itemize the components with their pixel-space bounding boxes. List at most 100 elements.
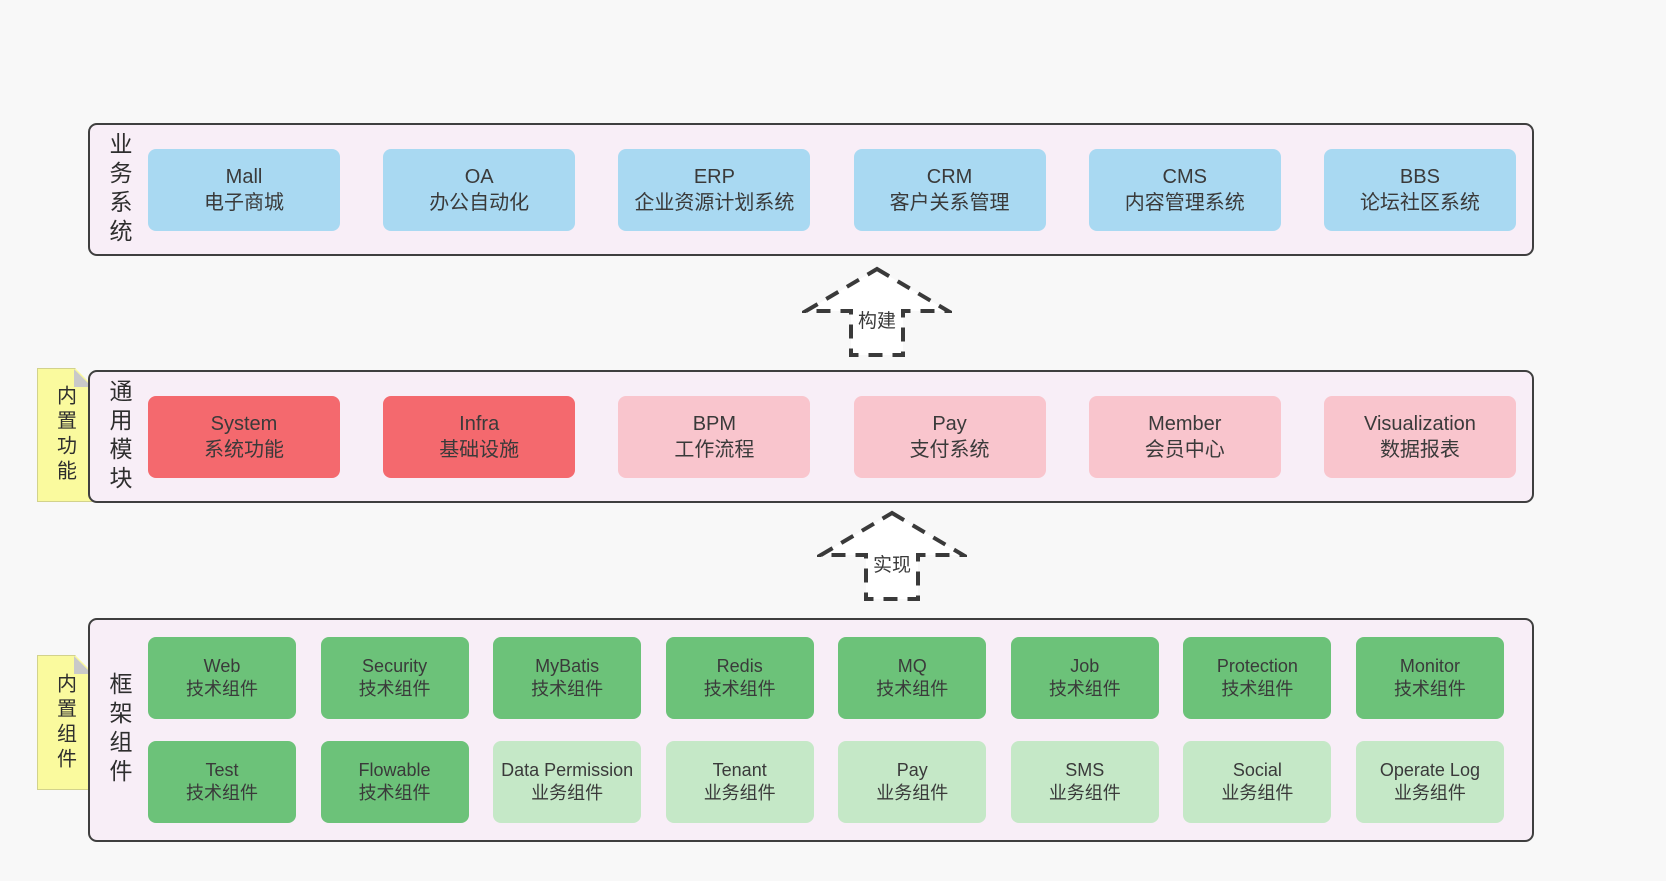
box-subtitle: 技术组件 bbox=[531, 679, 604, 699]
component-box-pay: Pay 业务组件 bbox=[838, 741, 987, 823]
box-title: Redis bbox=[716, 656, 763, 676]
box-title: CRM bbox=[926, 165, 973, 188]
box-subtitle: 技术组件 bbox=[186, 783, 258, 803]
layer-label-common-modules: 通用模块 bbox=[106, 378, 132, 495]
box-subtitle: 技术组件 bbox=[186, 679, 258, 699]
box-subtitle: 基础设施 bbox=[439, 438, 520, 461]
component-box-bpm: BPM 工作流程 bbox=[618, 395, 811, 478]
box-title: SMS bbox=[1065, 760, 1105, 780]
box-title: MyBatis bbox=[535, 656, 600, 676]
box-subtitle: 技术组件 bbox=[1048, 679, 1121, 699]
box-subtitle: 技术组件 bbox=[1221, 679, 1294, 699]
component-box-bbs: BBS 论坛社区系统 bbox=[1323, 148, 1516, 231]
box-title: Data Permission bbox=[501, 760, 634, 780]
box-subtitle: 会员中心 bbox=[1144, 438, 1225, 461]
component-box-pay: Pay 支付系统 bbox=[853, 395, 1046, 478]
component-box-system: System 系统功能 bbox=[148, 395, 340, 478]
box-title: Web bbox=[203, 656, 241, 676]
box-subtitle: 技术组件 bbox=[358, 679, 431, 699]
box-title: BPM bbox=[692, 412, 737, 435]
box-title: Test bbox=[205, 760, 239, 780]
box-subtitle: 电子商城 bbox=[204, 191, 284, 214]
box-title: Visualization bbox=[1363, 412, 1476, 435]
component-box-social: Social 业务组件 bbox=[1183, 741, 1332, 823]
component-box-job: Job 技术组件 bbox=[1010, 637, 1159, 719]
component-box-protection: Protection 技术组件 bbox=[1183, 637, 1332, 719]
arrow-implement-label: 实现 bbox=[869, 550, 915, 577]
sticky-note-label: 内置功能 bbox=[53, 385, 76, 485]
component-box-security: Security 技术组件 bbox=[320, 637, 469, 719]
box-subtitle: 内容管理系统 bbox=[1124, 191, 1245, 214]
box-subtitle: 业务组件 bbox=[1048, 783, 1121, 803]
component-box-operate-log: Operate Log 业务组件 bbox=[1355, 741, 1504, 823]
box-subtitle: 业务组件 bbox=[531, 783, 604, 803]
box-title: Operate Log bbox=[1379, 760, 1480, 780]
arrow-implement-up: 实现 bbox=[817, 510, 967, 602]
arrow-build-up: 构建 bbox=[802, 266, 952, 358]
box-title: Pay bbox=[896, 760, 928, 780]
box-subtitle: 业务组件 bbox=[703, 783, 776, 803]
box-subtitle: 业务组件 bbox=[1221, 783, 1294, 803]
box-subtitle: 办公自动化 bbox=[429, 191, 530, 214]
box-subtitle: 业务组件 bbox=[1393, 783, 1466, 803]
component-box-erp: ERP 企业资源计划系统 bbox=[618, 148, 811, 231]
component-box-sms: SMS 业务组件 bbox=[1010, 741, 1159, 823]
component-box-cms: CMS 内容管理系统 bbox=[1088, 148, 1281, 231]
component-box-mybatis: MyBatis 技术组件 bbox=[493, 637, 642, 719]
component-box-visualization: Visualization 数据报表 bbox=[1323, 395, 1516, 478]
layer-label-framework-components: 框架组件 bbox=[106, 672, 132, 788]
component-box-mq: MQ 技术组件 bbox=[838, 637, 987, 719]
arrow-build-label: 构建 bbox=[854, 306, 900, 333]
component-box-web: Web 技术组件 bbox=[148, 637, 296, 719]
box-title: ERP bbox=[693, 165, 735, 188]
box-title: Protection bbox=[1216, 656, 1298, 676]
box-title: Flowable bbox=[358, 760, 431, 780]
box-title: System bbox=[210, 412, 278, 435]
sticky-note-builtin-components: 内置组件 bbox=[37, 655, 93, 790]
component-box-tenant: Tenant 业务组件 bbox=[665, 741, 814, 823]
layer-label-business-systems: 业务系统 bbox=[106, 131, 132, 248]
sticky-note-label: 内置组件 bbox=[53, 672, 76, 773]
component-box-crm: CRM 客户关系管理 bbox=[853, 148, 1046, 231]
component-box-redis: Redis 技术组件 bbox=[665, 637, 814, 719]
box-subtitle: 工作流程 bbox=[674, 438, 755, 461]
box-subtitle: 数据报表 bbox=[1379, 438, 1460, 461]
component-box-data-permission: Data Permission 业务组件 bbox=[493, 741, 642, 823]
component-box-infra: Infra 基础设施 bbox=[383, 395, 576, 478]
box-title: BBS bbox=[1399, 165, 1440, 188]
box-title: Social bbox=[1232, 760, 1282, 780]
box-title: Job bbox=[1070, 656, 1100, 676]
box-title: Infra bbox=[459, 412, 500, 435]
box-title: MQ bbox=[897, 656, 927, 676]
box-title: CMS bbox=[1162, 165, 1207, 188]
box-subtitle: 论坛社区系统 bbox=[1359, 191, 1480, 214]
box-subtitle: 系统功能 bbox=[204, 438, 284, 461]
component-box-test: Test 技术组件 bbox=[148, 741, 296, 823]
box-title: Pay bbox=[932, 412, 967, 435]
box-subtitle: 客户关系管理 bbox=[889, 191, 1010, 214]
box-title: Monitor bbox=[1399, 656, 1460, 676]
box-subtitle: 企业资源计划系统 bbox=[634, 191, 795, 214]
box-subtitle: 支付系统 bbox=[909, 438, 990, 461]
box-subtitle: 技术组件 bbox=[703, 679, 776, 699]
box-subtitle: 技术组件 bbox=[1393, 679, 1466, 699]
box-title: Tenant bbox=[712, 760, 767, 780]
component-box-monitor: Monitor 技术组件 bbox=[1355, 637, 1504, 719]
box-subtitle: 技术组件 bbox=[876, 679, 949, 699]
sticky-note-builtin-features: 内置功能 bbox=[37, 368, 93, 502]
box-subtitle: 业务组件 bbox=[876, 783, 949, 803]
box-title: Security bbox=[362, 656, 428, 676]
